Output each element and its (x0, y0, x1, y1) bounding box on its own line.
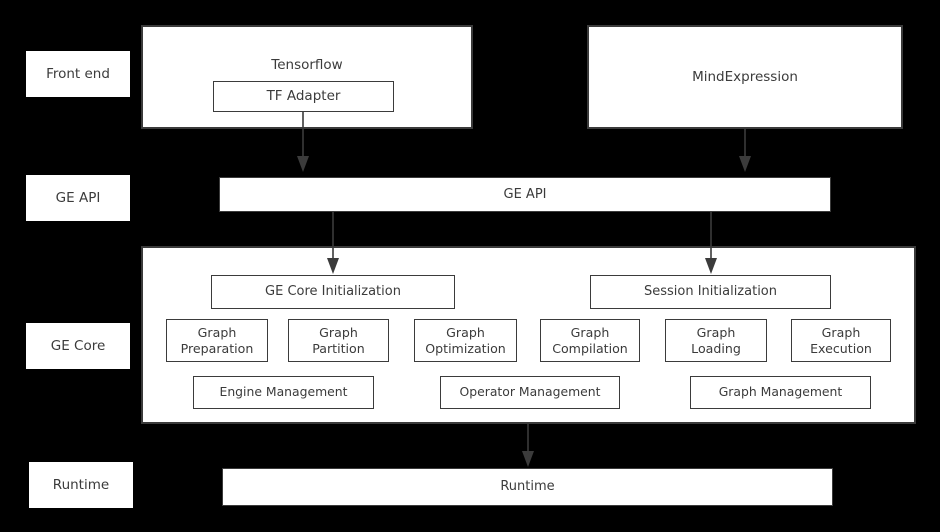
tier-label-front-end: Front end (26, 51, 130, 97)
graph-compilation-box[interactable]: Graph Compilation (540, 319, 640, 362)
graph-management-box[interactable]: Graph Management (690, 376, 871, 409)
tier-label-ge-api: GE API (26, 175, 130, 221)
graph-preparation-label-line1: Graph (197, 325, 237, 341)
graph-management-label: Graph Management (718, 384, 843, 400)
graph-preparation-label-line2: Preparation (180, 340, 254, 356)
operator-management-label: Operator Management (459, 384, 601, 400)
graph-optimization-box[interactable]: Graph Optimization (414, 319, 517, 362)
tensorflow-title: Tensorflow (271, 57, 343, 73)
tier-label-runtime: Runtime (29, 462, 133, 508)
session-initialization-box[interactable]: Session Initialization (590, 275, 831, 309)
graph-loading-label-line2: Loading (691, 340, 741, 356)
graph-partition-box[interactable]: Graph Partition (288, 319, 389, 362)
runtime-bar-label: Runtime (500, 479, 555, 495)
tier-label-ge-core-text: GE Core (50, 337, 106, 354)
ge-api-bar-label: GE API (503, 186, 547, 202)
graph-execution-box[interactable]: Graph Execution (791, 319, 891, 362)
graph-partition-label-line1: Graph (319, 325, 358, 341)
graph-loading-box[interactable]: Graph Loading (665, 319, 767, 362)
tier-label-ge-core: GE Core (26, 323, 130, 369)
tf-adapter-box[interactable]: TF Adapter (213, 81, 394, 112)
graph-compilation-label-line2: Compilation (552, 340, 628, 356)
mindexpression-label: MindExpression (692, 68, 798, 85)
engine-management-label: Engine Management (219, 384, 348, 400)
graph-execution-label-line2: Execution (810, 340, 872, 356)
arrow-ge-core-to-runtime (522, 424, 534, 467)
ge-api-bar[interactable]: GE API (219, 177, 831, 212)
ge-core-initialization-label: GE Core Initialization (265, 284, 401, 300)
graph-loading-label-line1: Graph (696, 325, 736, 341)
graph-partition-label-line2: Partition (312, 340, 365, 356)
graph-preparation-box[interactable]: Graph Preparation (166, 319, 268, 362)
mindexpression-box[interactable]: MindExpression (587, 25, 903, 129)
tier-label-front-end-text: Front end (46, 65, 110, 82)
engine-management-box[interactable]: Engine Management (193, 376, 374, 409)
arrow-mindexpression-to-ge-api (739, 129, 751, 172)
tf-adapter-label: TF Adapter (266, 88, 341, 105)
session-initialization-label: Session Initialization (643, 284, 777, 300)
graph-optimization-label-line2: Optimization (425, 340, 506, 356)
graph-compilation-label-line1: Graph (570, 325, 610, 341)
tensorflow-container[interactable]: Tensorflow (141, 25, 473, 129)
tier-label-ge-api-text: GE API (55, 189, 101, 206)
tier-label-runtime-text: Runtime (52, 476, 110, 493)
ge-core-initialization-box[interactable]: GE Core Initialization (211, 275, 455, 309)
graph-optimization-label-line1: Graph (446, 325, 485, 341)
operator-management-box[interactable]: Operator Management (440, 376, 620, 409)
runtime-bar[interactable]: Runtime (222, 468, 833, 506)
graph-execution-label-line1: Graph (821, 325, 861, 341)
